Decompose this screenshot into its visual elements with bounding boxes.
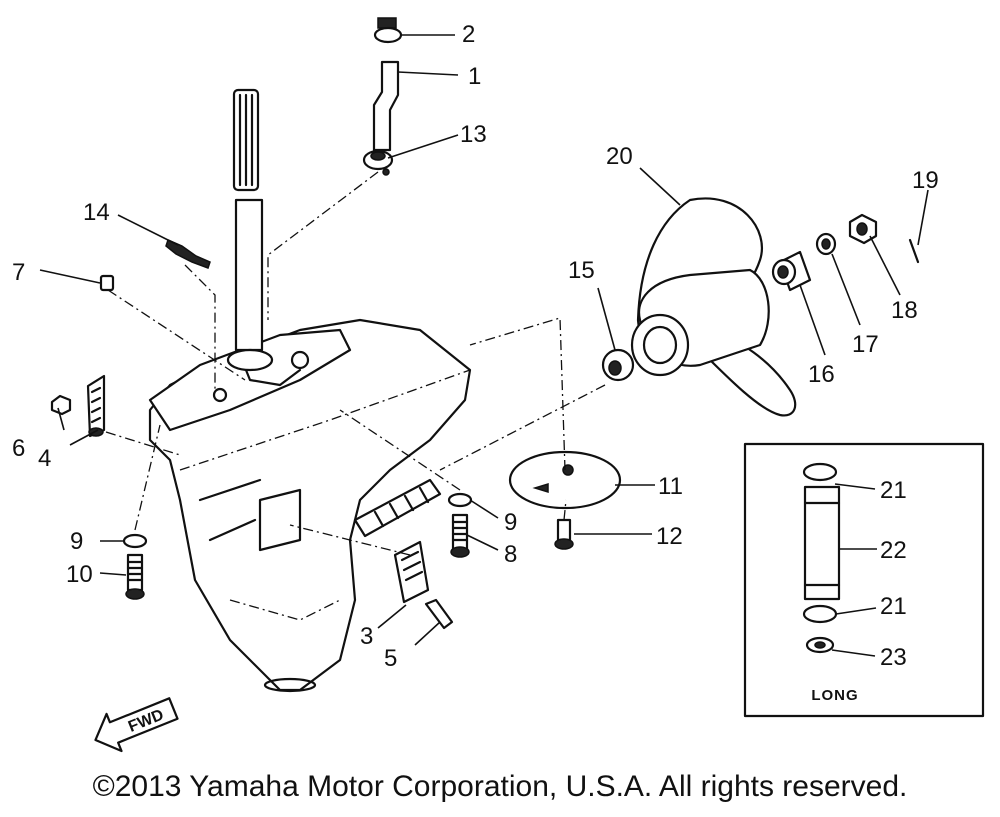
shift-rod-cap [373, 17, 403, 44]
copyright-notice: ©2013 Yamaha Motor Corporation, U.S.A. A… [92, 770, 908, 803]
long-shaft-inset: LONG [743, 442, 985, 718]
propeller-shaft [353, 478, 442, 538]
bolt-8 [450, 513, 470, 558]
callout-5: 5 [384, 645, 397, 672]
callout-18: 18 [891, 297, 918, 324]
assembly-lines [105, 171, 606, 556]
washer-17 [815, 232, 837, 256]
callout-2: 2 [462, 21, 475, 48]
cotter-pin-19 [908, 238, 920, 264]
water-tube-22 [803, 485, 841, 601]
shift-rod [372, 60, 400, 152]
o-ring-21-top [802, 462, 838, 482]
callout-19: 19 [912, 167, 939, 194]
drive-shaft [226, 88, 274, 372]
plate-11 [508, 450, 622, 510]
bolt-5 [424, 598, 454, 630]
grommet-14 [165, 238, 211, 269]
callout-4: 4 [38, 445, 51, 472]
callout-3: 3 [360, 623, 373, 650]
bolt-10 [125, 553, 145, 600]
callout-10: 10 [66, 561, 93, 588]
callout-1: 1 [468, 63, 481, 90]
callout-7: 7 [12, 259, 25, 286]
anode-4 [86, 374, 106, 438]
callout-16: 16 [808, 361, 835, 388]
callout-15: 15 [568, 257, 595, 284]
nut-6 [50, 394, 72, 416]
washer-9-left [122, 533, 148, 549]
thrust-washer-15 [601, 348, 635, 382]
callout-13: 13 [460, 121, 487, 148]
grommet-23 [805, 636, 835, 654]
callout-22: 22 [880, 537, 907, 564]
anode-3 [393, 540, 430, 604]
shift-rod-collar [362, 149, 394, 176]
callout-12: 12 [656, 523, 683, 550]
dowel-pin-7 [99, 274, 115, 292]
callout-6: 6 [12, 435, 25, 462]
callout-21-top: 21 [880, 477, 907, 504]
propeller-20 [630, 197, 797, 417]
washer-9-right [447, 492, 473, 508]
spacer-16 [771, 250, 812, 292]
lower-casing [148, 318, 472, 693]
callout-21-bottom: 21 [880, 593, 907, 620]
fwd-arrow: FWD [94, 697, 179, 753]
callout-23: 23 [880, 644, 907, 671]
o-ring-21-bottom [802, 604, 838, 624]
callout-14: 14 [83, 199, 110, 226]
callout-9-right: 9 [504, 509, 517, 536]
callout-11: 11 [658, 473, 683, 500]
nut-18 [848, 213, 878, 245]
callout-8: 8 [504, 541, 517, 568]
callout-9-left: 9 [70, 528, 83, 555]
inset-label: LONG [811, 687, 858, 704]
callout-17: 17 [852, 331, 879, 358]
leader-lines [39, 34, 929, 657]
callout-20: 20 [606, 143, 633, 170]
screw-12 [554, 518, 574, 550]
callout-numbers: 2 1 13 14 7 6 4 9 10 9 8 11 12 3 5 15 20… [12, 21, 939, 672]
